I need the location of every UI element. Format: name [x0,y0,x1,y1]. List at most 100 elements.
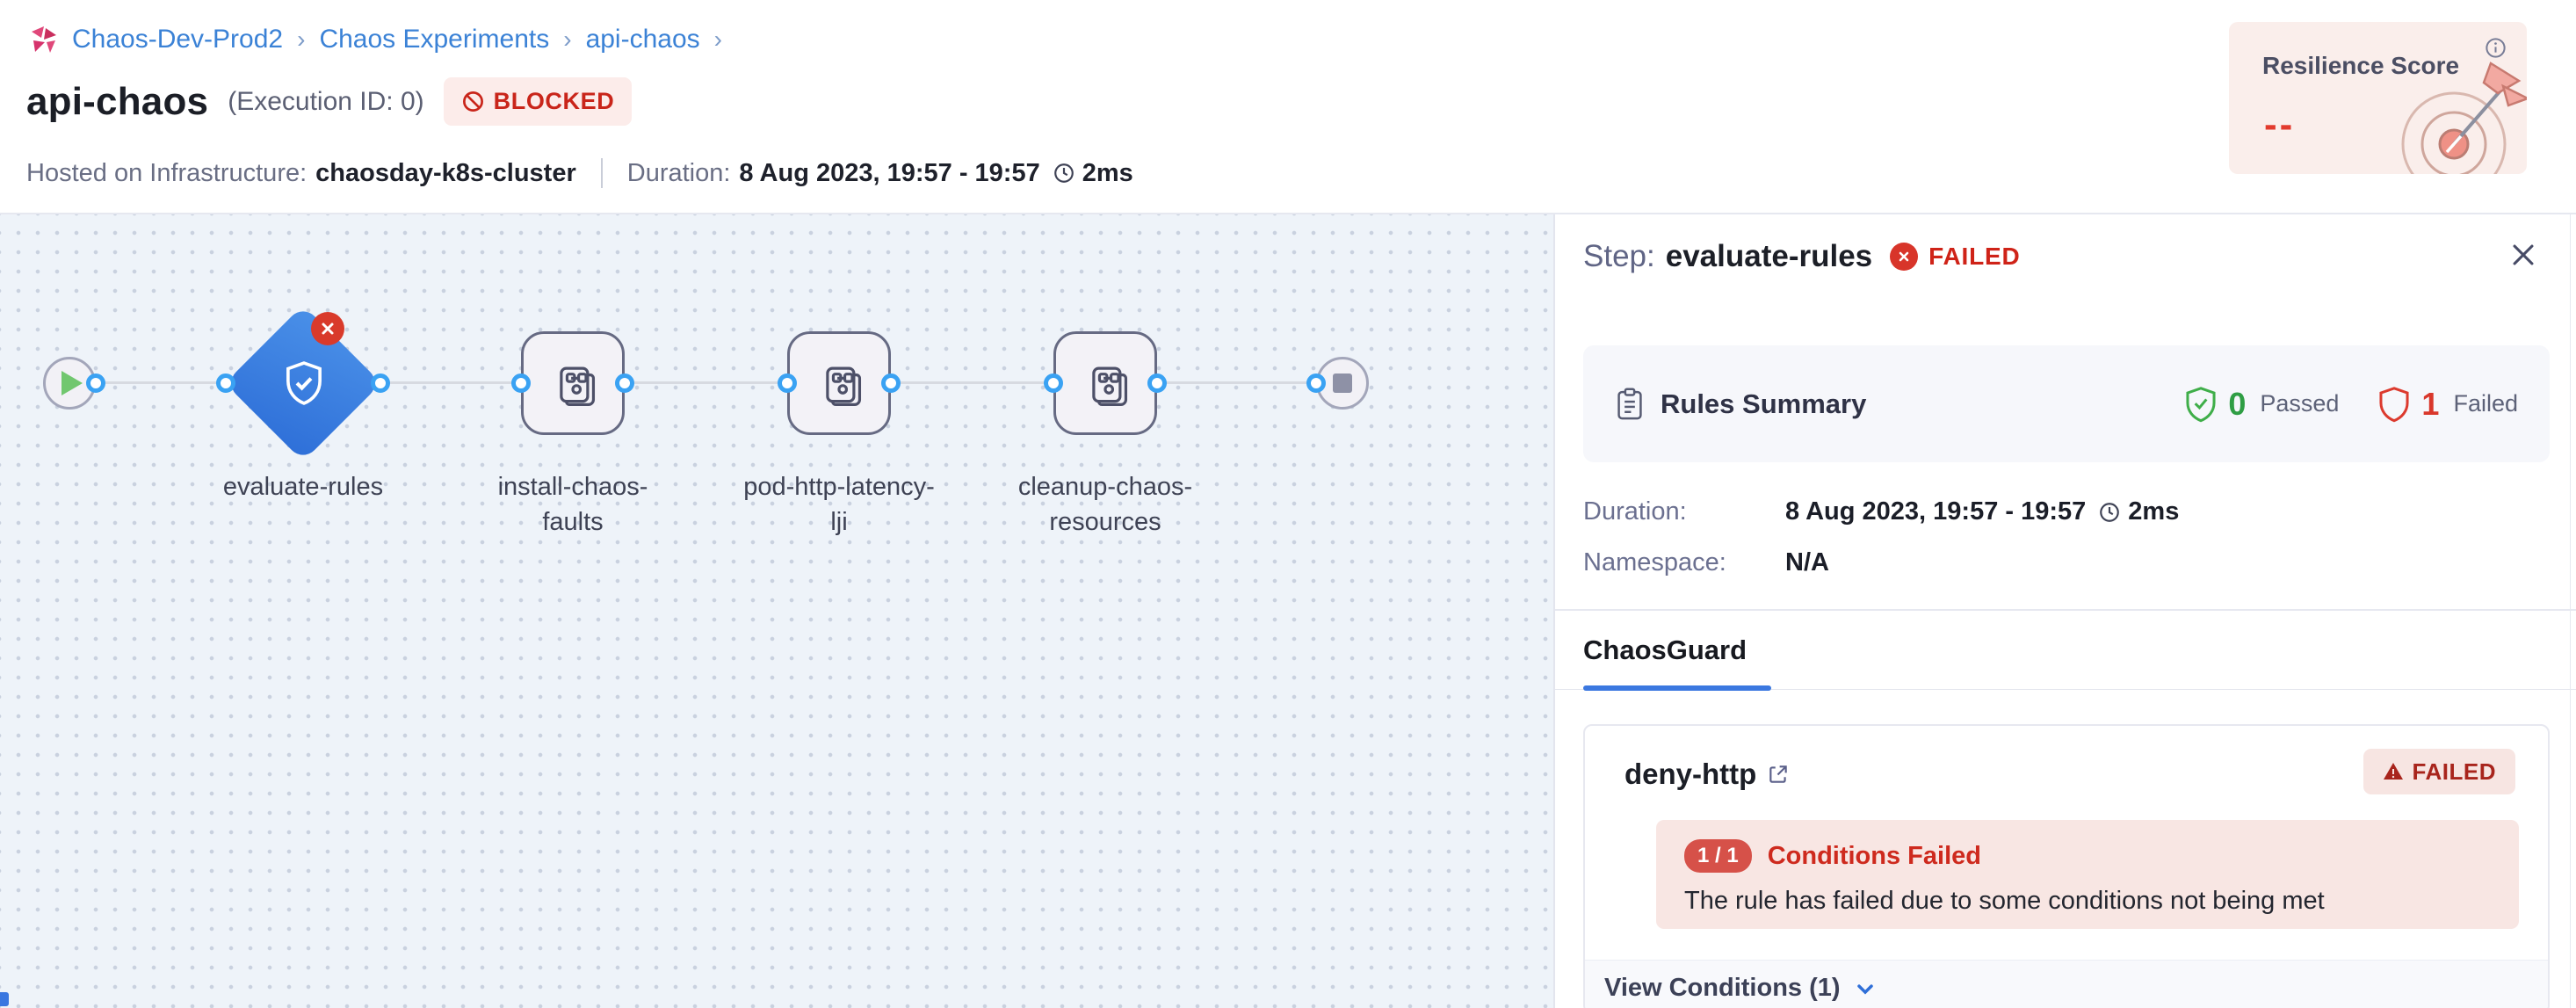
port[interactable] [371,373,390,393]
chevron-down-icon [1853,976,1878,1001]
pipeline-canvas[interactable]: evaluate-rules install-chaos-faults pod-… [0,214,1553,1008]
breadcrumb-experiments[interactable]: Chaos Experiments [319,25,550,54]
failed-badge-icon [311,312,344,345]
view-conditions-label: View Conditions (1) [1604,974,1841,1002]
failed-count: 1 [2421,385,2440,422]
breadcrumb-separator: › [563,25,572,53]
execution-id: (Execution ID: 0) [228,86,424,116]
duration-value: 8 Aug 2023, 19:57 - 19:57 [739,158,1040,187]
shield-check-icon [279,358,329,409]
step-status: FAILED [1928,243,2021,270]
play-icon [62,371,83,395]
breadcrumb-experiment-name[interactable]: api-chaos [585,25,700,54]
edge-pod-to-cleanup [891,381,1053,384]
conditions-title: Conditions Failed [1767,841,1981,870]
shield-failed-icon [2377,386,2411,423]
rules-summary-title: Rules Summary [1661,388,1867,419]
target-illustration [2385,47,2527,174]
step-label: Step: [1583,239,1655,273]
external-link-icon[interactable] [1767,763,1790,786]
conditions-message: The rule has failed due to some conditio… [1684,887,2325,915]
rule-card-deny-http: deny-http FAILED 1 / 1 [1583,724,2550,1008]
step-header: Step: evaluate-rules FAILED [1583,239,2550,274]
port[interactable] [1306,373,1326,393]
conditions-failed-alert: 1 / 1 Conditions Failed The rule has fai… [1656,820,2519,929]
port[interactable] [86,373,105,393]
clipboard-icon [1615,388,1645,421]
port[interactable] [1147,373,1167,393]
step-details-panel: Step: evaluate-rules FAILED [1553,214,2576,1008]
section-divider [1555,609,2576,611]
node-label-evaluate-rules: evaluate-rules [222,473,384,501]
passed-stat: 0 Passed [2184,386,2339,423]
step-name: evaluate-rules [1665,239,1873,273]
meta-row: Hosted on Infrastructure: chaosday-k8s-c… [26,158,1133,188]
passed-label: Passed [2260,390,2340,417]
edge-start-to-evaluate [96,381,226,384]
panel-duration-label: Duration: [1583,497,1687,526]
stop-icon [1333,373,1352,393]
port[interactable] [881,373,901,393]
port[interactable] [1044,373,1063,393]
resilience-score-card: Resilience Score -- [2229,22,2527,174]
edge-cleanup-to-end [1157,381,1316,384]
clock-icon [1053,162,1075,185]
duration-row: Duration: 8 Aug 2023, 19:57 - 19:57 2ms [1583,497,2179,526]
tab-chaosguard[interactable]: ChaosGuard [1583,635,1747,665]
tab-active-indicator [1583,685,1771,691]
panel-duration-value: 8 Aug 2023, 19:57 - 19:57 [1785,497,2087,526]
panel-duration-ms: 2ms [2128,497,2180,526]
failed-stat: 1 Failed [2377,386,2518,423]
failed-label: Failed [2453,390,2518,417]
shield-passed-icon [2184,386,2218,423]
node-label-cleanup-chaos-resources: cleanup-chaos-resources [1017,473,1193,536]
canvas-control-edge [0,992,9,1006]
namespace-row: Namespace: N/A [1583,548,1829,577]
duration-ms: 2ms [1082,158,1133,187]
node-pod-http-latency[interactable] [787,331,891,435]
node-label-pod-http-latency: pod-http-latency-lji [743,473,935,536]
status-badge: BLOCKED [443,77,633,126]
port[interactable] [216,373,235,393]
passed-count: 0 [2228,385,2247,422]
scrollbar-track[interactable] [2570,214,2571,1008]
node-install-chaos-faults[interactable] [521,331,625,435]
breadcrumb-separator: › [297,25,306,53]
rule-status-label: FAILED [2412,758,2496,785]
close-icon[interactable] [2506,237,2541,272]
node-label-install-chaos-faults: install-chaos-faults [497,473,648,536]
edge-evaluate-to-install [380,381,521,384]
port[interactable] [511,373,531,393]
resilience-score-title: Resilience Score [2262,52,2460,79]
rules-summary-card: Rules Summary 0 Passed 1 [1583,345,2550,462]
page-title: api-chaos [26,79,209,123]
tab-divider [1555,689,2576,690]
clock-icon [2098,501,2121,524]
port[interactable] [615,373,634,393]
infrastructure-value: chaosday-k8s-cluster [315,158,576,187]
header-divider [0,213,2576,214]
infrastructure-label: Hosted on Infrastructure: [26,158,308,187]
step-failed-icon [1890,243,1919,271]
warning-icon [2383,762,2404,781]
edge-install-to-pod [625,381,787,384]
rule-status-badge: FAILED [2363,749,2515,794]
breadcrumb-project[interactable]: Chaos-Dev-Prod2 [72,25,284,54]
breadcrumb-separator: › [713,25,722,53]
blocked-icon [461,90,485,113]
namespace-label: Namespace: [1583,548,1726,577]
status-badge-label: BLOCKED [493,88,615,114]
conditions-ratio: 1 / 1 [1684,839,1752,873]
resilience-score-value: -- [2264,103,2296,146]
chaos-module-icon [26,23,60,56]
port[interactable] [778,373,797,393]
namespace-value: N/A [1785,548,1829,577]
title-row: api-chaos (Execution ID: 0) BLOCKED [26,77,633,126]
view-conditions-toggle[interactable]: View Conditions (1) [1585,960,2548,1008]
info-icon[interactable] [2484,36,2507,60]
duration-label: Duration: [626,158,731,187]
breadcrumb: Chaos-Dev-Prod2 › Chaos Experiments › ap… [26,23,724,56]
node-cleanup-chaos-resources[interactable] [1053,331,1157,435]
meta-divider [600,158,603,188]
